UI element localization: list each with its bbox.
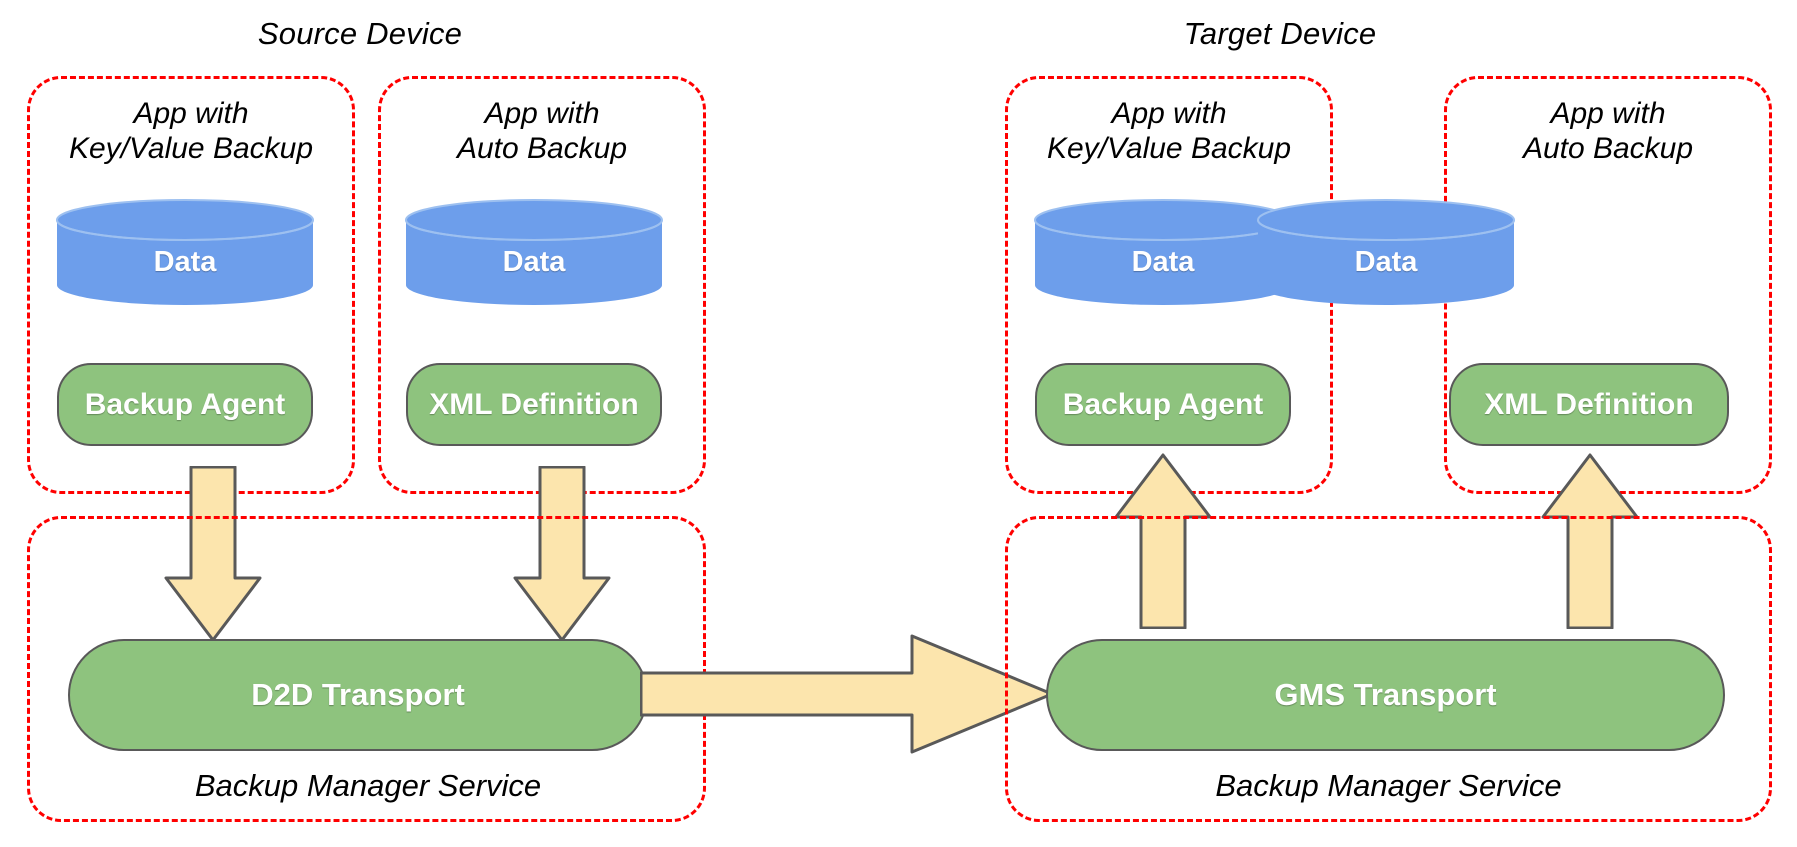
d2d-transport-pill[interactable]: D2D Transport xyxy=(68,639,648,751)
target-xml-definition-pill[interactable]: XML Definition xyxy=(1449,363,1729,446)
target-backup-manager-service-container xyxy=(1005,516,1772,822)
target-app-auto-data-cylinder: Data xyxy=(1257,199,1515,305)
source-app-auto-caption: App with Auto Backup xyxy=(456,97,628,165)
target-device-title: Target Device xyxy=(1183,16,1377,51)
target-app-kv-data-cylinder: Data xyxy=(1034,199,1292,305)
source-xml-definition-pill[interactable]: XML Definition xyxy=(406,363,662,446)
target-app-kv-caption: App with Key/Value Backup xyxy=(1046,97,1292,165)
source-app-auto-data-cylinder: Data xyxy=(405,199,663,305)
source-device-title: Source Device xyxy=(257,16,463,51)
gms-transport-pill[interactable]: GMS Transport xyxy=(1046,639,1725,751)
target-app-auto-caption: App with Auto Backup xyxy=(1522,97,1694,165)
source-backup-manager-service-caption: Backup Manager Service xyxy=(194,768,542,803)
target-backup-manager-service-caption: Backup Manager Service xyxy=(1215,768,1562,803)
source-backup-manager-service-container xyxy=(27,516,706,822)
source-app-kv-data-cylinder: Data xyxy=(56,199,314,305)
source-backup-agent-down-arrow xyxy=(163,466,263,642)
d2d-to-gms-transfer-arrow xyxy=(640,629,1056,759)
source-xml-definition-down-arrow xyxy=(512,466,612,642)
source-app-kv-caption: App with Key/Value Backup xyxy=(68,97,314,165)
source-backup-agent-pill[interactable]: Backup Agent xyxy=(57,363,313,446)
target-backup-agent-pill[interactable]: Backup Agent xyxy=(1035,363,1291,446)
